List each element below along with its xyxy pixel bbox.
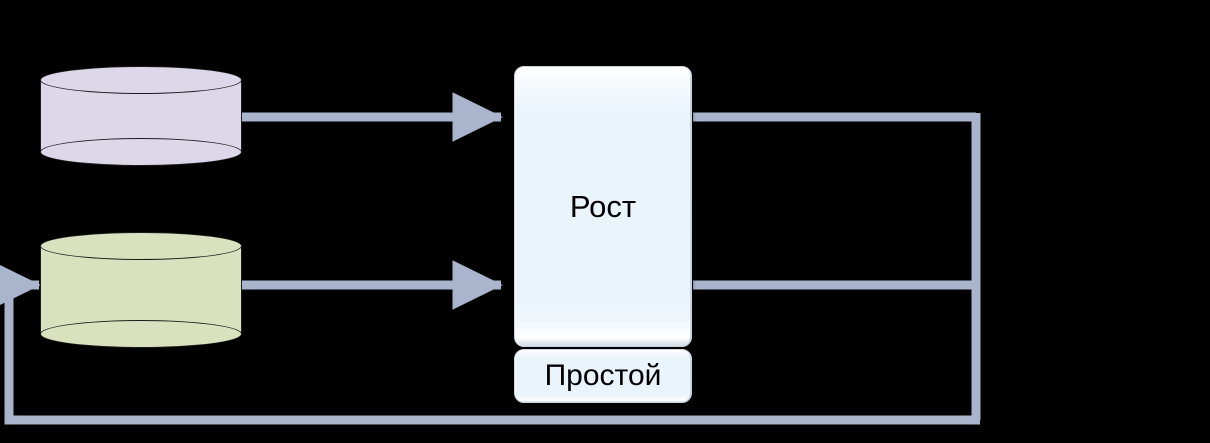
cylinder-top-cap <box>40 66 242 94</box>
process-box-prostoy[interactable]: Простой <box>514 349 692 403</box>
data-store-purple[interactable] <box>40 66 242 166</box>
process-box-rost-label: Рост <box>569 189 637 224</box>
process-box-rost[interactable]: Рост <box>514 66 692 347</box>
process-box-prostoy-label: Простой <box>544 359 662 392</box>
cylinder-bottom-cap <box>40 320 242 348</box>
cylinder-top-cap <box>40 232 242 260</box>
data-store-green[interactable] <box>40 232 242 348</box>
cylinder-bottom-cap <box>40 138 242 166</box>
